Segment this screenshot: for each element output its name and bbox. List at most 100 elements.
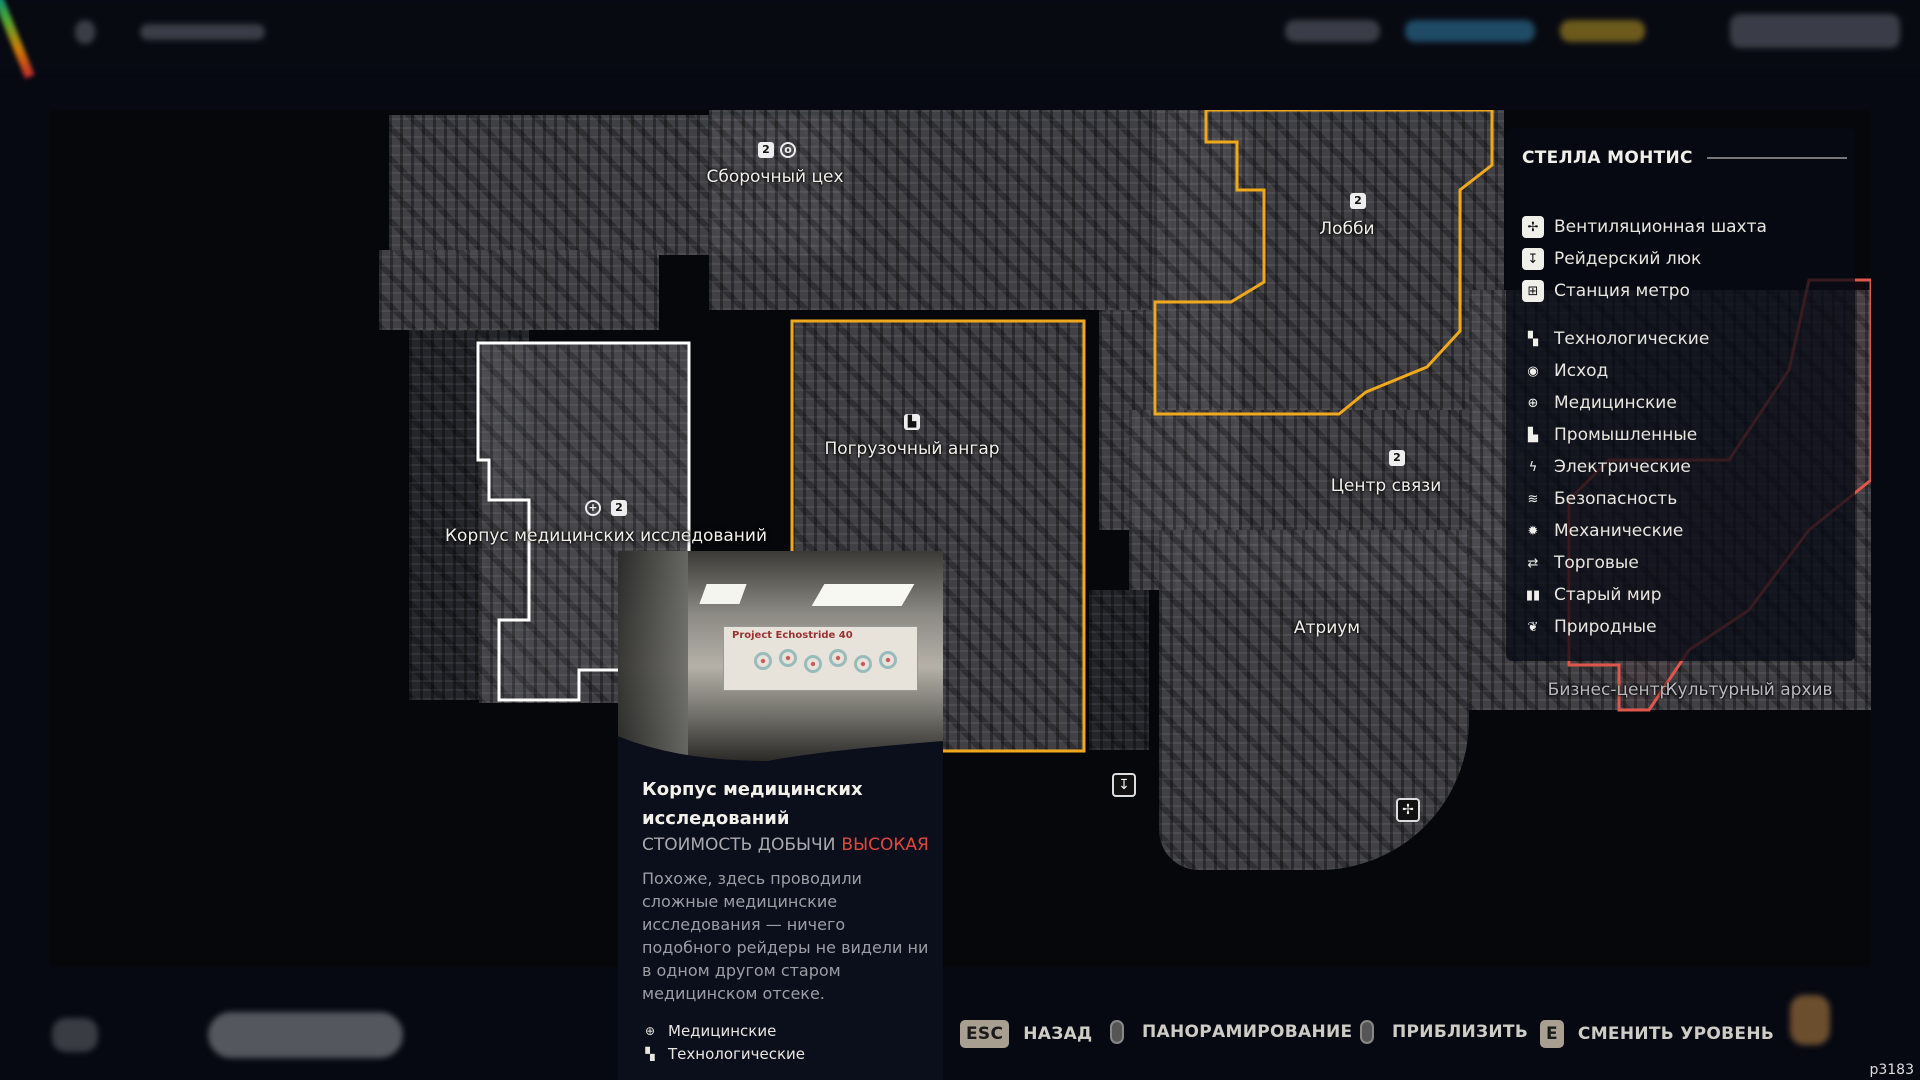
back-icon[interactable] [75,20,95,44]
tag-label: Технологические [668,1044,806,1063]
legend-item[interactable]: ▙ Промышленные [1522,419,1855,451]
blurred-avatar [1790,995,1830,1045]
nature-leaf-icon: ❦ [1527,619,1539,635]
poster-text: Project Echostride 40 [732,630,853,641]
tooltip-tag: ⊕ Медицинские [642,1019,932,1042]
legend-item[interactable]: ❦ Природные [1522,611,1855,643]
legend-label: Медицинские [1554,393,1677,413]
zone-label-medical[interactable]: Корпус медицинских исследований [444,526,768,546]
pan-hint: ПАНОРАМИРОВАНИЕ [1110,1020,1352,1044]
medical-cross-icon: + [585,500,601,516]
trade-arrows-icon: ⇄ [1527,555,1539,571]
medical-cross-icon: ⊕ [1527,395,1539,411]
exodus-eye-icon: ◉ [1527,363,1539,379]
build-version: p3183 [1869,1062,1914,1078]
legend-item[interactable]: ϟ Электрические [1522,451,1855,483]
profile[interactable] [1730,14,1900,48]
zone-label-lobby[interactable]: Лобби [1319,219,1375,239]
blurred-button[interactable] [208,1012,403,1058]
loot-value-label: СТОИМОСТЬ ДОБЫЧИ [642,835,836,855]
tech-icon: 2 [1350,193,1366,209]
loot-value-rating: ВЫСОКАЯ [841,835,929,855]
screen-title [140,24,265,40]
map-name: СТЕЛЛА МОНТИС [1522,148,1855,168]
map-terrain [379,250,659,330]
back-label: НАЗАД [1023,1024,1093,1044]
gear-icon: ✹ [1527,523,1539,539]
zone-label-business[interactable]: Бизнес-центр [1547,680,1671,700]
zone-label-comms[interactable]: Центр связи [1330,476,1442,496]
tech-icon: 2 [1389,450,1405,466]
tech-icon: ▚ [1528,331,1538,347]
tooltip-tag: ▚ Технологические [642,1042,932,1065]
pan-label: ПАНОРАМИРОВАНИЕ [1142,1022,1353,1042]
top-bar [0,0,1920,70]
legend-label: Промышленные [1554,425,1698,445]
zoom-hint: ПРИБЛИЗИТЬ [1360,1020,1528,1044]
legend-label: Механические [1554,521,1684,541]
zone-label-assembly[interactable]: Сборочный цех [706,167,844,187]
divider [1706,157,1847,159]
factory-icon: ▙ [1528,427,1538,443]
zone-tooltip: Project Echostride 40 Корпус медицинских… [618,551,943,1080]
legend-label: Исход [1554,361,1609,381]
tooltip-description: Похоже, здесь проводили сложные медицинс… [642,869,929,1003]
legend-label: Станция метро [1554,281,1690,301]
legend-item[interactable]: ▚ Технологические [1522,323,1855,355]
legend-label: Рейдерский люк [1554,249,1702,269]
medical-cross-icon: ⊕ [644,1023,656,1038]
tech-icon: ▚ [645,1046,655,1061]
zone-photo: Project Echostride 40 [618,551,943,761]
legend-label: Старый мир [1554,585,1662,605]
mouse-icon [1110,1020,1124,1044]
tag-label: Медицинские [668,1021,777,1040]
change-level-label: СМЕНИТЬ УРОВЕНЬ [1577,1024,1775,1044]
vent-fan-marker[interactable]: ✢ [1396,798,1420,822]
lightning-icon: ϟ [1528,459,1538,475]
poster: Project Echostride 40 [723,626,918,691]
legend-item[interactable]: ↧ Рейдерский люк [1522,243,1855,275]
legend-item[interactable]: ✹ Механические [1522,515,1855,547]
legend-label: Вентиляционная шахта [1554,217,1767,237]
legend-item[interactable]: ⊕ Медицинские [1522,387,1855,419]
tech-icon: 2 [758,142,774,158]
e-key: E [1540,1020,1564,1048]
map-legend: СТЕЛЛА МОНТИС ✢Вентиляционная шахта ↧ Рей… [1506,128,1855,661]
change-level-hint[interactable]: E СМЕНИТЬ УРОВЕНЬ [1540,1020,1774,1048]
zone-label-archive[interactable]: Культурный архив [1665,680,1833,700]
exodus-eye-icon: o [780,142,796,158]
legend-item[interactable]: ◉ Исход [1522,355,1855,387]
currency-3 [1560,20,1645,42]
esc-key: ESC [960,1020,1010,1048]
legend-item[interactable]: ⇄ Торговые [1522,547,1855,579]
raider-hatch-icon: ↧ [1522,248,1544,270]
currency-2 [1405,20,1535,42]
factory-icon: ▙ [904,414,920,430]
raider-hatch-marker[interactable]: ↧ [1112,773,1136,797]
zoom-label: ПРИБЛИЗИТЬ [1392,1022,1529,1042]
tooltip-title: Корпус медицинских исследований [642,779,863,829]
zone-label-hangar[interactable]: Погрузочный ангар [824,439,1000,459]
legend-item[interactable]: ⊞ Станция метро [1522,275,1855,307]
legend-item[interactable]: ▮▮ Старый мир [1522,579,1855,611]
zone-label-atrium[interactable]: Атриум [1293,618,1361,638]
map-title: СТЕЛЛА МОНТИС [1522,148,1693,168]
map-terrain [1154,110,1504,410]
legend-item[interactable]: ≋Безопасность [1522,483,1855,515]
legend-label: Торговые [1554,553,1639,573]
tech-icon: 2 [611,500,627,516]
mouse-scroll-icon [1360,1020,1374,1044]
metro-station-icon: ⊞ [1522,280,1544,302]
legend-label: Электрические [1554,457,1691,477]
map-terrain [1089,590,1149,750]
map-terrain [479,343,689,703]
blurred-button[interactable] [52,1018,98,1052]
legend-item[interactable]: ✢Вентиляционная шахта [1522,211,1855,243]
old-world-book-icon: ▮▮ [1525,587,1541,603]
legend-label: Технологические [1554,329,1710,349]
security-chevrons-icon: ≋ [1527,491,1539,507]
legend-label: Природные [1554,617,1657,637]
lobby-zone-outline[interactable] [1153,110,1494,416]
back-hint[interactable]: ESC НАЗАД [960,1020,1093,1048]
